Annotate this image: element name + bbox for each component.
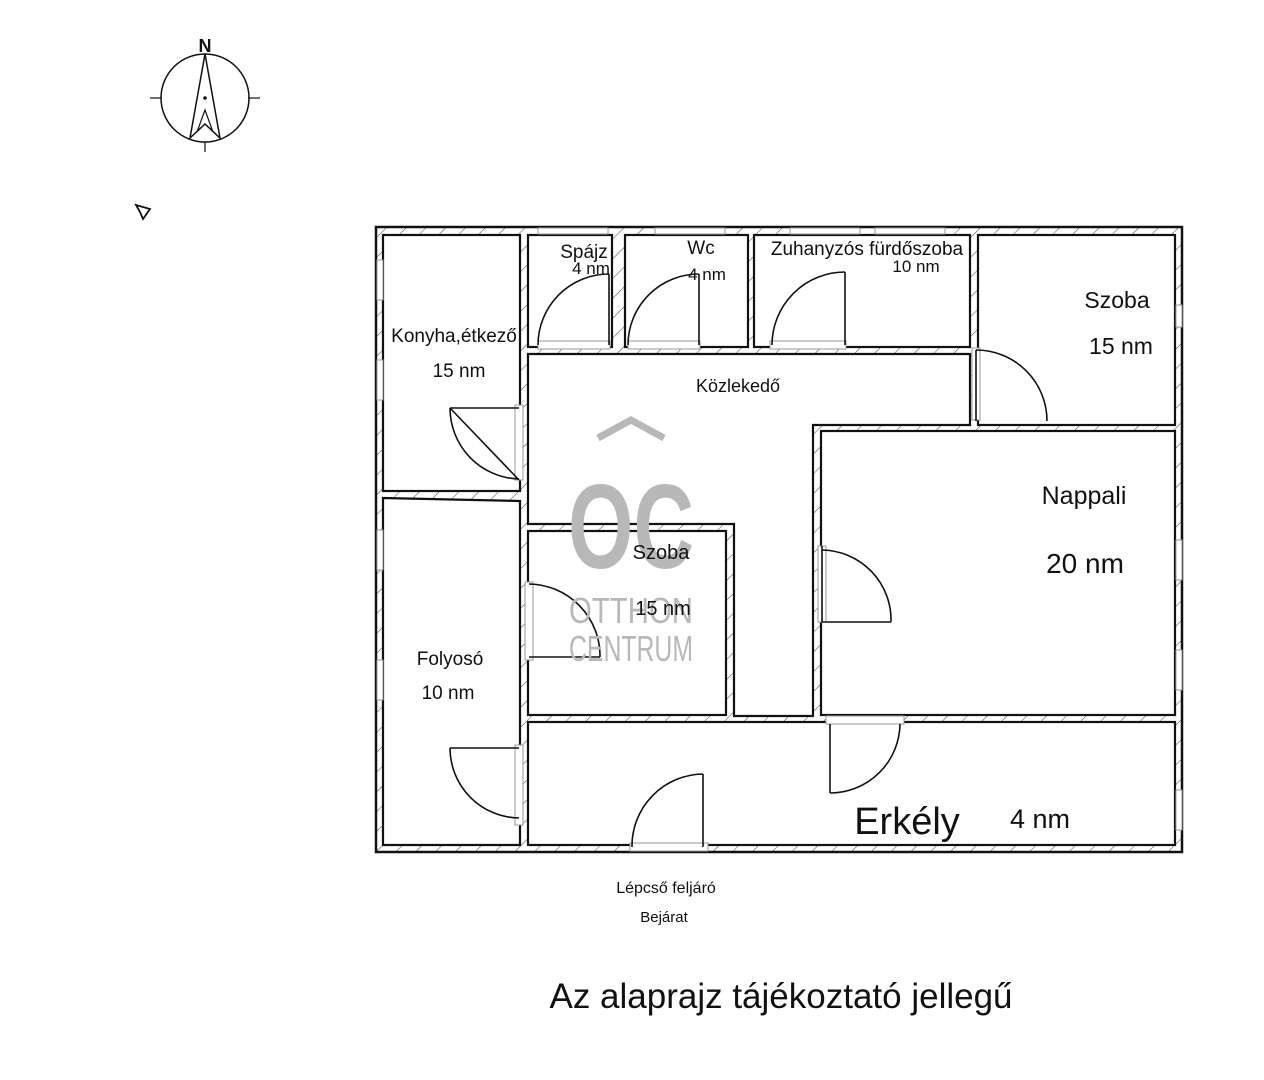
- room-folyoso: [381, 496, 522, 847]
- door-wc: [627, 273, 701, 350]
- konyha-name: Konyha,étkező: [391, 326, 517, 347]
- szoba-mid-area: 15 nm: [635, 598, 691, 620]
- furdo-name: Zuhanyzós fürdőszoba: [771, 239, 964, 260]
- room-erkely: [526, 720, 1177, 847]
- room-szoba-mid: [526, 529, 728, 717]
- door-entrance: [629, 773, 709, 852]
- doors: [449, 271, 1048, 852]
- marker-icon: [134, 203, 152, 221]
- door-erkely: [825, 715, 905, 794]
- room-spajz: [526, 233, 614, 349]
- folyoso-area: 10 nm: [422, 683, 475, 704]
- entrance-line2: Bejárat: [640, 909, 688, 926]
- room-kozlekedo: [526, 352, 972, 718]
- door-furdo: [769, 271, 847, 350]
- door-konyha: [449, 404, 524, 481]
- room-interiors: [381, 233, 1177, 847]
- compass-icon: N: [150, 36, 260, 152]
- room-szoba-ne: [976, 233, 1177, 427]
- room-konyha: [381, 233, 522, 493]
- watermark-line1: OTTHON: [569, 590, 693, 631]
- erkely-name: Erkély: [854, 801, 960, 843]
- entrance-labels: Lépcső feljáró Bejárat: [616, 880, 716, 926]
- watermark-logo: OC: [568, 460, 694, 594]
- wc-area: 4 nm: [688, 265, 726, 284]
- door-nappali: [817, 545, 892, 623]
- spajz-name: Spájz: [560, 242, 608, 263]
- wc-name: Wc: [687, 238, 714, 259]
- compass-north-label: N: [199, 36, 212, 56]
- szoba-ne-name: Szoba: [1084, 287, 1149, 313]
- door-szoba-ne: [971, 347, 1048, 422]
- windows: [376, 227, 1183, 831]
- kozlekedo-name: Közlekedő: [696, 376, 780, 396]
- door-folyoso: [449, 744, 524, 826]
- erkely-area: 4 nm: [1010, 804, 1070, 834]
- szoba-mid-name: Szoba: [633, 542, 691, 564]
- watermark: OC OTTHON CENTRUM: [568, 416, 694, 669]
- konyha-area: 15 nm: [433, 361, 486, 382]
- room-furdo: [752, 233, 972, 349]
- nappali-name: Nappali: [1042, 482, 1127, 510]
- spajz-area: 4 nm: [572, 259, 610, 278]
- watermark-line2: CENTRUM: [569, 628, 693, 669]
- disclaimer: Az alaprajz tájékoztató jellegű: [549, 977, 1012, 1016]
- furdo-area: 10 nm: [892, 257, 939, 276]
- room-labels: Spájz 4 nm Wc 4 nm Zuhanyzós fürdőszoba …: [391, 238, 1153, 843]
- room-nappali: [819, 429, 1177, 717]
- nappali-area: 20 nm: [1046, 548, 1124, 579]
- entrance-line1: Lépcső feljáró: [616, 880, 716, 897]
- door-szoba-mid: [524, 581, 601, 661]
- folyoso-name: Folyosó: [417, 649, 484, 670]
- door-spajz: [537, 273, 611, 350]
- szoba-ne-area: 15 nm: [1089, 333, 1153, 359]
